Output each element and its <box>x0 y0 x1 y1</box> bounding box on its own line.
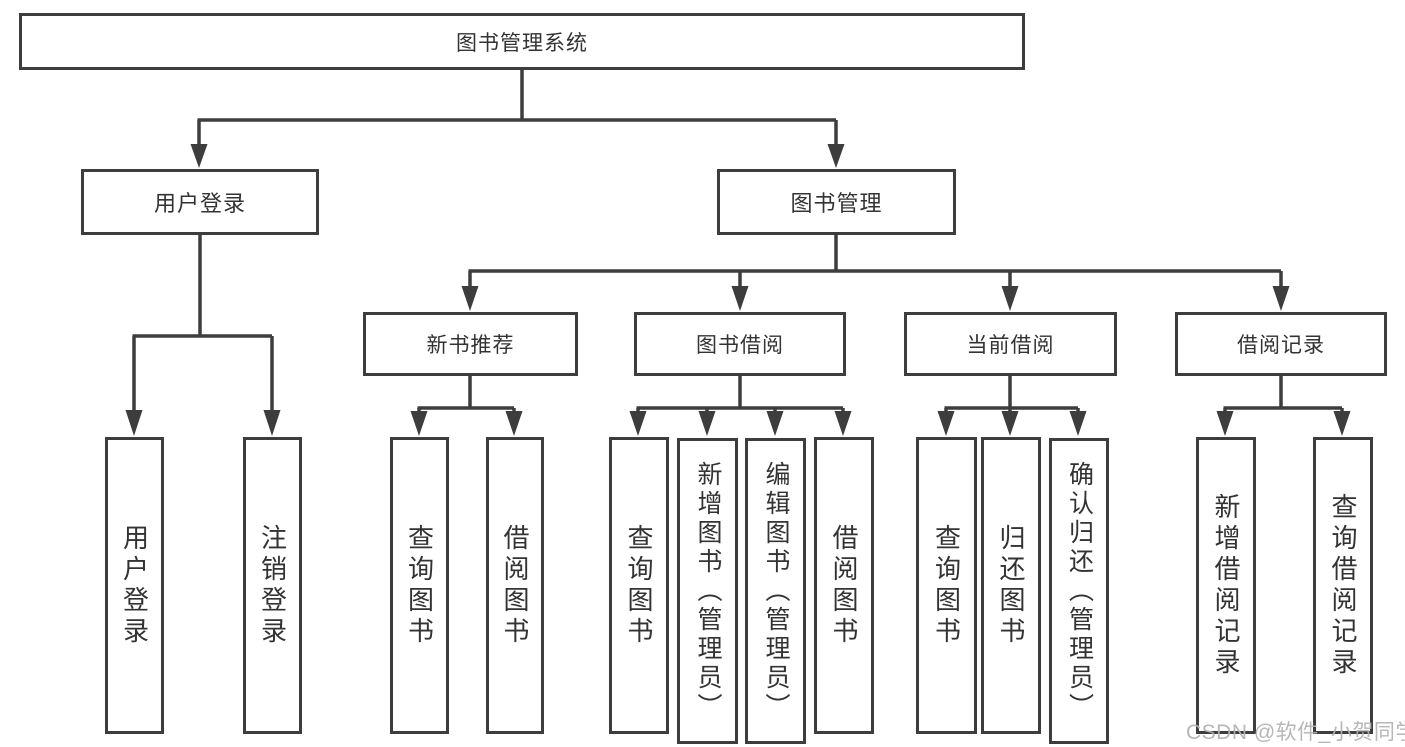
node-label: 注销登录 <box>257 523 288 648</box>
node-label: 归还图书 <box>996 523 1026 648</box>
leaf-records-add-borrow-record: 新增借阅记录 <box>1196 437 1256 734</box>
node-current-borrowing: 当前借阅 <box>904 312 1117 376</box>
node-label: 确认归还（管理员） <box>1065 460 1094 722</box>
leaf-recommend-query-books: 查询图书 <box>390 437 449 734</box>
node-label: 借阅记录 <box>1237 334 1325 357</box>
leaf-current-confirm-return-admin: 确认归还（管理员） <box>1049 438 1109 744</box>
node-book-management: 图书管理 <box>717 169 956 235</box>
node-label: 新书推荐 <box>426 334 515 357</box>
node-library-management-system: 图书管理系统 <box>19 13 1025 70</box>
leaf-current-query-books: 查询图书 <box>916 437 977 734</box>
node-book-borrowing: 图书借阅 <box>634 312 846 376</box>
node-label: 用户登录 <box>153 191 246 216</box>
leaf-borrow-add-books-admin: 新增图书（管理员） <box>677 438 738 744</box>
arrowheads <box>125 144 1351 436</box>
csdn-watermark: CSDN @软件_小贺同学 <box>1186 721 1405 744</box>
leaf-borrow-query-books: 查询图书 <box>609 437 669 734</box>
leaf-borrow-borrow-books: 借阅图书 <box>814 437 874 734</box>
node-label: 当前借阅 <box>966 334 1055 357</box>
node-label: 新增图书（管理员） <box>694 460 722 722</box>
node-label: 查询图书 <box>404 523 435 648</box>
leaf-logout: 注销登录 <box>243 437 302 734</box>
node-label: 借阅图书 <box>500 523 530 648</box>
leaf-recommend-borrow-books: 借阅图书 <box>486 437 544 734</box>
node-label: 图书借阅 <box>696 334 784 357</box>
node-new-book-recommendation: 新书推荐 <box>363 312 578 376</box>
leaf-records-query-borrow-record: 查询借阅记录 <box>1313 437 1373 734</box>
leaf-current-return-books: 归还图书 <box>981 437 1041 734</box>
leaf-borrow-edit-books-admin: 编辑图书（管理员） <box>745 438 806 744</box>
node-label: 图书管理系统 <box>456 31 588 55</box>
node-label: 查询图书 <box>931 523 962 648</box>
node-user-login: 用户登录 <box>81 169 319 235</box>
node-label: 编辑图书（管理员） <box>762 460 790 722</box>
node-label: 图书管理 <box>790 191 883 216</box>
node-label: 新增借阅记录 <box>1211 492 1241 679</box>
node-borrowing-records: 借阅记录 <box>1175 312 1387 376</box>
node-label: 查询图书 <box>624 523 654 648</box>
node-label: 查询借阅记录 <box>1328 492 1358 679</box>
node-label: 用户登录 <box>119 523 150 648</box>
leaf-user-login: 用户登录 <box>105 437 164 734</box>
node-label: 借阅图书 <box>829 523 859 648</box>
